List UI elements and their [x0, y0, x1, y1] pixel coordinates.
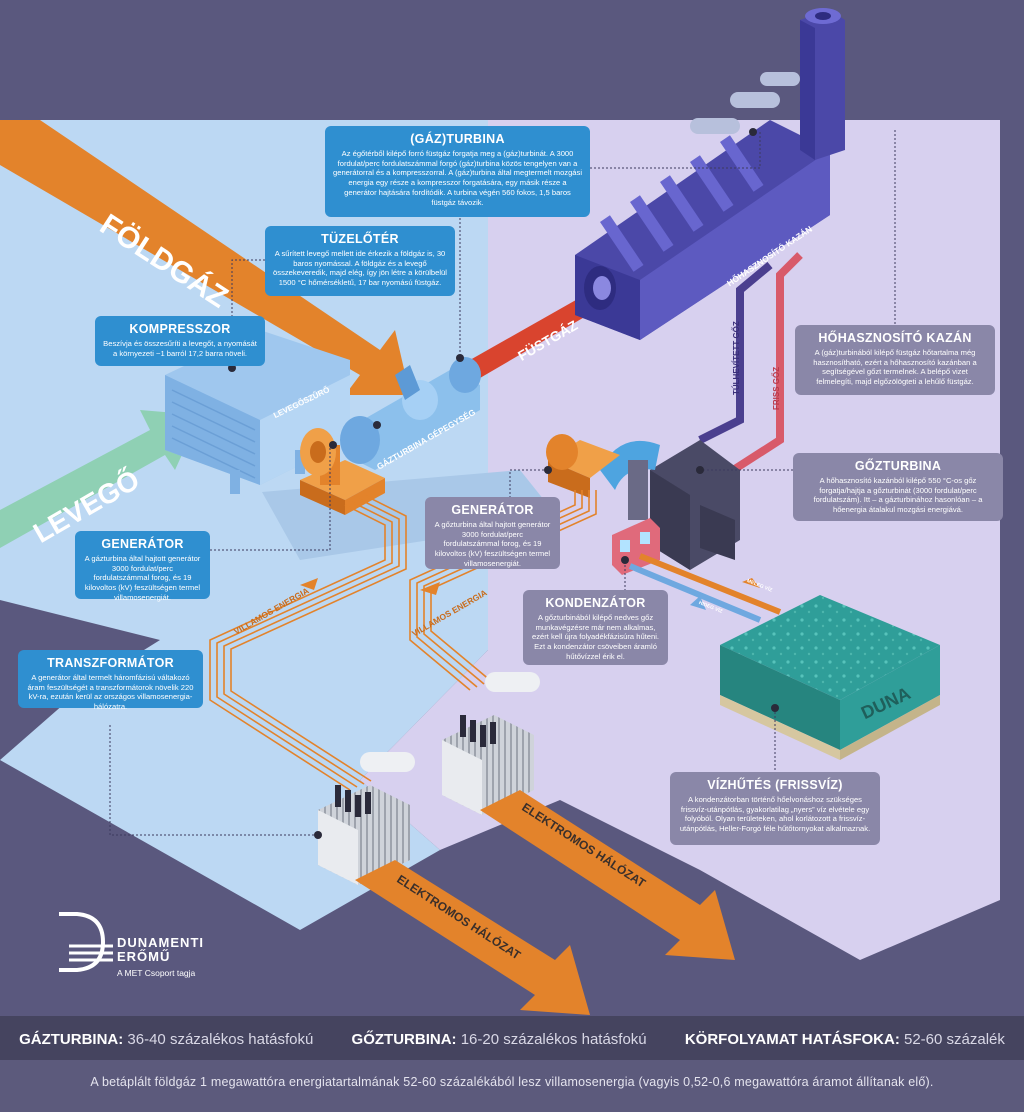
grid-arrow-left: [355, 860, 590, 1015]
natural-gas-arrow: [0, 120, 410, 395]
cold-water-line: [628, 563, 762, 623]
water-cooling-title: VÍZHŰTÉS (FRISSVÍZ): [707, 778, 843, 792]
compressor-title: KOMPRESSZOR: [129, 322, 231, 336]
steam-turbine-text: A hőhasznosító kazánból kilépő 550 °C-os…: [813, 476, 983, 515]
efficiency-stats: GÁZTURBINA: 36-40 százalékos hatásfokú G…: [0, 1020, 1024, 1058]
stat-cycle-label: KÖRFOLYAMAT HATÁSFOKA:: [684, 1030, 900, 1048]
gas-generator-title: GENERÁTOR: [101, 537, 184, 551]
stat-steam-turbine-value: 16-20 százalékos hatásfokú: [460, 1030, 647, 1048]
compressor-text: Beszívja és összesűríti a levegőt, a nyo…: [103, 339, 257, 358]
power-flow-chevrons: [300, 578, 440, 595]
grid-arrow-right: [480, 790, 735, 960]
gas-turbine-text: Az égőtérből kilépő forró füstgáz forgat…: [333, 149, 583, 207]
stat-steam-turbine-label: GŐZTURBINA:: [351, 1030, 457, 1048]
gas-turbine-generator: [300, 428, 385, 515]
condenser-title: KONDENZÁTOR: [545, 596, 646, 610]
compressor-info: KOMPRESSZOR Beszívja és összesűríti a le…: [95, 316, 265, 366]
logo-mark-icon: [59, 912, 113, 972]
flue-gas-arrow: [470, 292, 600, 378]
transformer-text: A generátor által termelt háromfázisú vá…: [27, 673, 194, 712]
combustor-info: TÜZELŐTÉR A sűrített levegő mellett ide …: [265, 226, 455, 296]
fresh-steam-label: FRISS GŐZ: [772, 366, 781, 410]
condenser-text: A gőzturbinából kilépő nedves gőz munkav…: [531, 613, 660, 661]
stat-steam-turbine: GŐZTURBINA: 16-20 százalékos hatásfokú: [352, 1031, 647, 1048]
stat-gas-turbine-value: 36-40 százalékos hatásfokú: [127, 1030, 314, 1048]
superheated-steam-line: [698, 261, 773, 444]
steam-turbine-generator: [546, 434, 620, 498]
dunamenti-logo: DUNAMENTI ERŐMŰ A MET Csoport tagja: [55, 912, 255, 982]
stat-gas-turbine-label: GÁZTURBINA:: [19, 1030, 124, 1048]
water-cooling-info: VÍZHŰTÉS (FRISSVÍZ) A kondenzátorban tör…: [670, 772, 880, 845]
gas-turbine-machine: [340, 357, 481, 470]
steam-generator-text: A gőzturbina által hajtott generátor 300…: [434, 520, 551, 568]
steam-generator-info: GENERÁTOR A gőzturbina által hajtott gen…: [425, 497, 560, 569]
steam-generator-title: GENERÁTOR: [451, 503, 534, 517]
boiler-text: A (gáz)turbinából kilépő füstgáz hőtarta…: [813, 348, 977, 387]
condenser-info: KONDENZÁTOR A gőzturbinából kilépő nedve…: [523, 590, 668, 665]
superheated-steam-label: TÚLHEVÍTETT GŐZ: [732, 321, 741, 395]
stat-cycle: KÖRFOLYAMAT HATÁSFOKA: 52-60 százalék: [685, 1031, 1005, 1048]
footer-note: A betáplált földgáz 1 megawattóra energi…: [90, 1075, 934, 1089]
logo-name: DUNAMENTI ERŐMŰ: [117, 936, 204, 963]
gas-generator-text: A gázturbina által hajtott generátor 300…: [84, 554, 201, 602]
stats-bar: [0, 1016, 1024, 1060]
logo-subtitle: A MET Csoport tagja: [117, 968, 196, 978]
power-lines: [209, 490, 597, 791]
transformer-left: [318, 752, 415, 885]
boiler-title: HŐHASZNOSÍTÓ KAZÁN: [818, 331, 972, 345]
water-cooling-text: A kondenzátorban történő hőelvonáshoz sz…: [679, 795, 871, 834]
air-arrow: [0, 410, 200, 548]
note-bar: [0, 1060, 1024, 1112]
combustor-title: TÜZELŐTÉR: [321, 232, 399, 246]
boiler-info: HŐHASZNOSÍTÓ KAZÁN A (gáz)turbinából kil…: [795, 325, 995, 395]
transformer-right: [442, 672, 540, 815]
gas-turbine-info: (GÁZ)TURBINA Az égőtérből kilépő forró f…: [325, 126, 590, 217]
steam-turbine-info: GŐZTURBINA A hőhasznosító kazánból kilép…: [793, 453, 1003, 521]
leader-dots: [228, 128, 779, 839]
stat-gas-turbine: GÁZTURBINA: 36-40 százalékos hatásfokú: [19, 1031, 313, 1048]
warm-water-line: [638, 553, 782, 615]
leader-lines: [109, 130, 896, 836]
combustor-text: A sűrített levegő mellett ide érkezik a …: [273, 249, 447, 288]
heat-recovery-boiler: [575, 8, 845, 340]
logo-name-line2: ERŐMŰ: [117, 948, 171, 964]
gas-generator-info: GENERÁTOR A gázturbina által hajtott gen…: [75, 531, 210, 602]
steam-turbine-title: GŐZTURBINA: [854, 459, 942, 473]
transformer-title: TRANSZFORMÁTOR: [47, 656, 174, 670]
stat-cycle-value: 52-60 százalék: [904, 1030, 1005, 1048]
transformer-info: TRANSZFORMÁTOR A generátor által termelt…: [18, 650, 203, 711]
danube-water-block: [720, 595, 940, 760]
gas-turbine-title: (GÁZ)TURBINA: [410, 132, 505, 146]
logo-name-line1: DUNAMENTI: [117, 935, 204, 950]
